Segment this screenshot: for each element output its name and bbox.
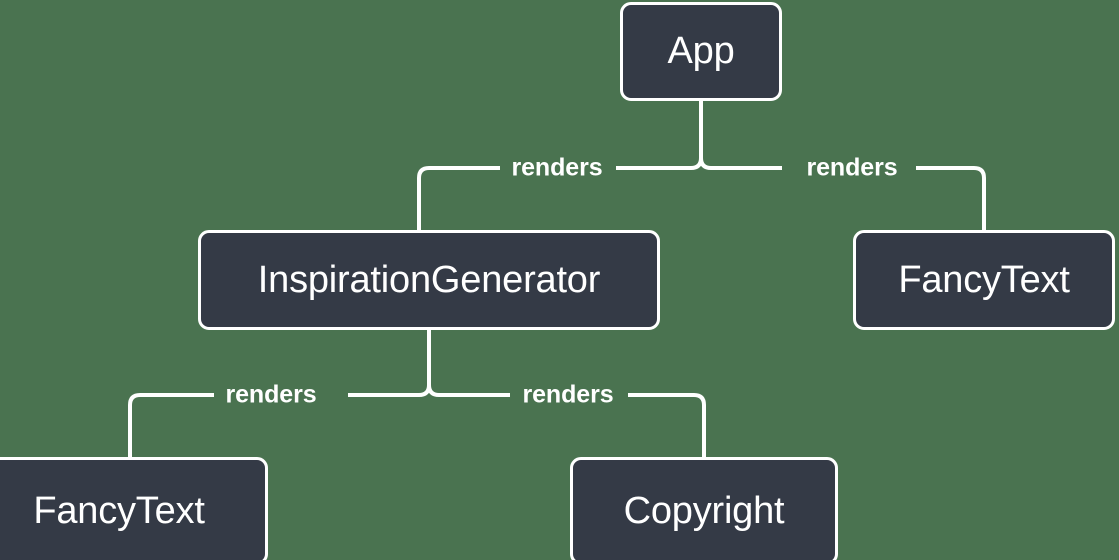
node-copyright[interactable]: Copyright (570, 457, 838, 560)
edge-app-fancytext-rail (916, 166, 986, 230)
edge-inspiration-fancytext-rail (128, 393, 214, 457)
node-fancytext-bottom-label: FancyText (33, 489, 205, 532)
edge-app-tee-right (699, 157, 782, 170)
node-fancytext-bottom[interactable]: FancyText (0, 457, 268, 560)
edge-label-app-inspiration: renders (511, 153, 603, 182)
edge-app-inspiration-rail (417, 166, 500, 230)
node-inspiration-generator[interactable]: InspirationGenerator (198, 230, 660, 330)
edge-inspiration-tee-left (348, 384, 431, 397)
node-app[interactable]: App (620, 2, 782, 101)
edge-inspiration-copyright-rail (628, 393, 706, 457)
edge-inspiration-tee-right (427, 384, 510, 397)
node-inspiration-generator-label: InspirationGenerator (257, 258, 601, 301)
node-app-label: App (667, 30, 735, 72)
edge-label-app-fancytext: renders (806, 153, 898, 182)
edge-app-tee-left (620, 157, 703, 170)
node-fancytext-right-label: FancyText (898, 258, 1070, 301)
node-copyright-label: Copyright (623, 489, 785, 532)
edge-label-inspiration-fancytext: renders (225, 380, 317, 409)
edge-label-inspiration-copyright: renders (522, 380, 614, 409)
node-fancytext-right[interactable]: FancyText (853, 230, 1115, 330)
